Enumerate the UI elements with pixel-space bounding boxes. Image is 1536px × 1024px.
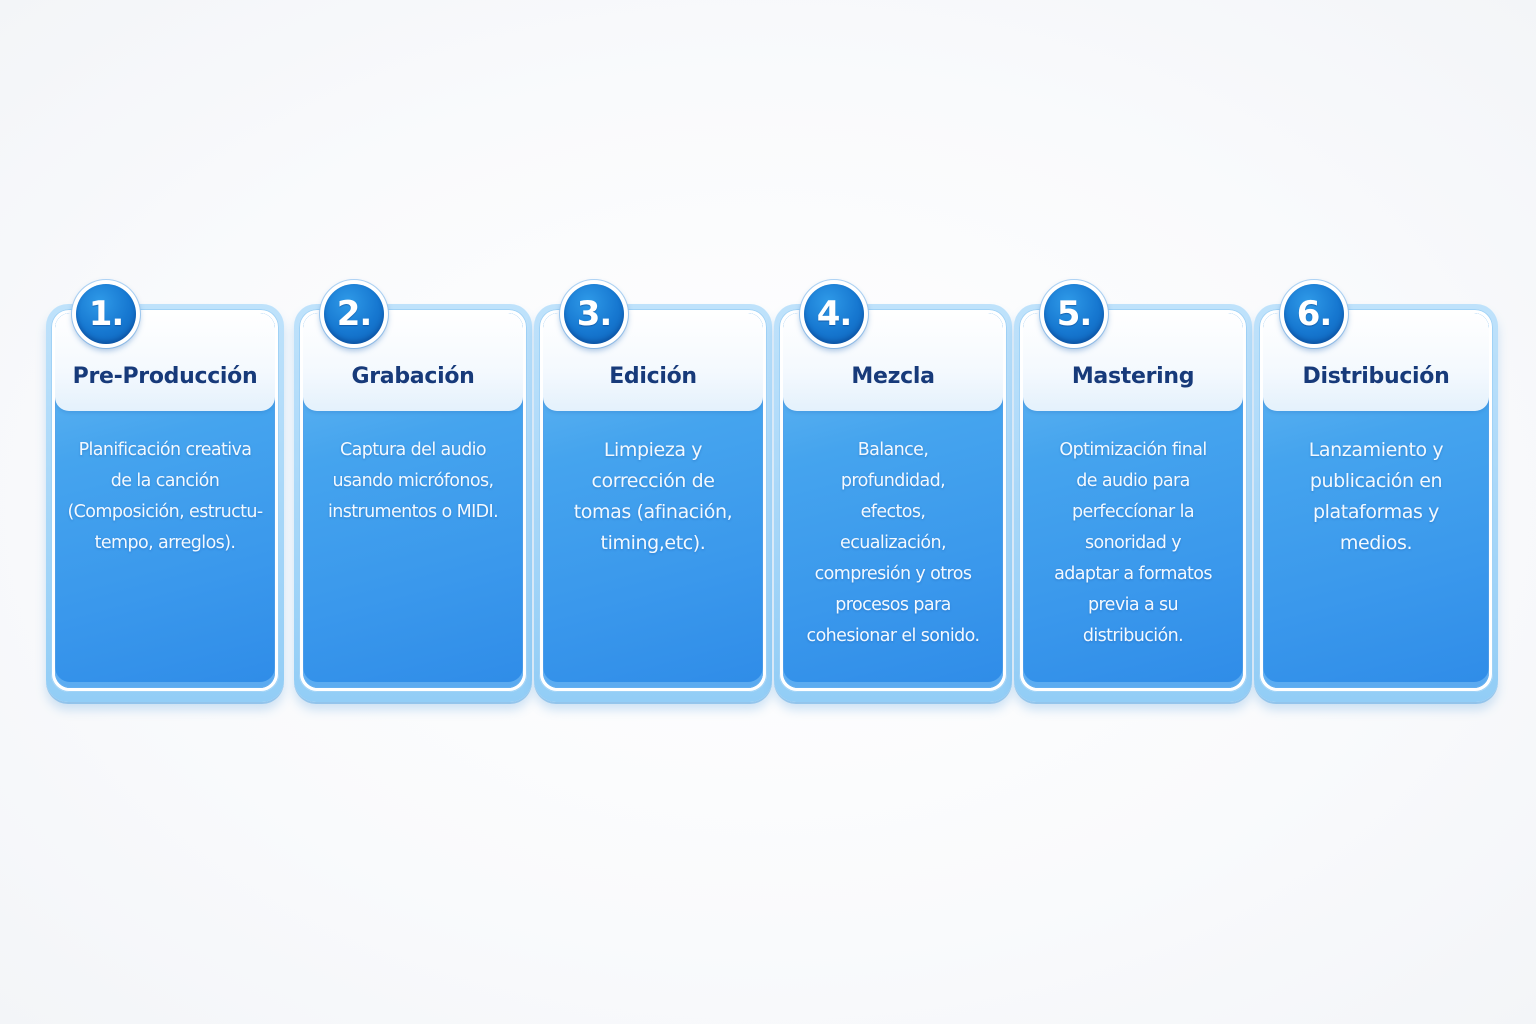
step-card-4: 4. Mezcla Balance, profundidad, efectos,… — [774, 280, 1012, 702]
card-header: Pre-Producción — [55, 313, 275, 411]
badge-circle: 6. — [1284, 284, 1344, 344]
step-title: Distribución — [1302, 364, 1450, 389]
card-body: Grabación Captura del audio usando micró… — [303, 313, 523, 688]
step-card-5: 5. Mastering Optimización final de audio… — [1014, 280, 1252, 702]
card-body: Mastering Optimización final de audio pa… — [1023, 313, 1243, 688]
step-title: Grabación — [351, 364, 475, 389]
step-card-2: 2. Grabación Captura del audio usando mi… — [294, 280, 532, 702]
card-frame: Mastering Optimización final de audio pa… — [1019, 309, 1247, 692]
step-number: 4. — [816, 294, 853, 334]
card-frame: Pre-Producción Planificación creativa de… — [51, 309, 279, 692]
step-title: Edición — [609, 364, 697, 389]
card-frame: Mezcla Balance, profundidad, efectos, ec… — [779, 309, 1007, 692]
step-number: 5. — [1056, 294, 1093, 334]
badge-circle: 2. — [324, 284, 384, 344]
step-number: 2. — [336, 294, 373, 334]
step-card-1: 1. Pre-Producción Planificación creativa… — [46, 280, 284, 702]
step-number-badge: 4. — [800, 280, 868, 348]
card-body: Mezcla Balance, profundidad, efectos, ec… — [783, 313, 1003, 688]
badge-circle: 1. — [76, 284, 136, 344]
step-number: 3. — [576, 294, 613, 334]
card-frame: Distribución Lanzamiento y publicación e… — [1259, 309, 1493, 692]
badge-circle: 4. — [804, 284, 864, 344]
step-number-badge: 3. — [560, 280, 628, 348]
step-number-badge: 6. — [1280, 280, 1348, 348]
step-number: 6. — [1296, 294, 1333, 334]
step-number-badge: 2. — [320, 280, 388, 348]
step-description: Planificación creativa de la canción (Co… — [67, 440, 263, 553]
step-title: Pre-Producción — [72, 364, 258, 389]
step-number: 1. — [88, 294, 125, 334]
step-title: Mastering — [1071, 364, 1195, 389]
badge-circle: 3. — [564, 284, 624, 344]
card-body: Distribución Lanzamiento y publicación e… — [1263, 313, 1489, 688]
step-card-3: 3. Edición Limpieza y corrección de toma… — [534, 280, 772, 702]
step-description: Optimización final de audio para perfecc… — [1054, 440, 1212, 646]
card-frame: Edición Limpieza y corrección de tomas (… — [539, 309, 767, 692]
step-description: Limpieza y corrección de tomas (afinació… — [573, 439, 733, 554]
step-description: Captura del audio usando micrófonos, ins… — [327, 440, 499, 522]
step-number-badge: 5. — [1040, 280, 1108, 348]
step-description: Lanzamiento y publicación en plataformas… — [1308, 439, 1444, 554]
card-frame: Grabación Captura del audio usando micró… — [299, 309, 527, 692]
badge-circle: 5. — [1044, 284, 1104, 344]
step-card-6: 6. Distribución Lanzamiento y publicació… — [1254, 280, 1498, 702]
step-number-badge: 1. — [72, 280, 140, 348]
step-title: Mezcla — [851, 364, 935, 389]
card-body: Edición Limpieza y corrección de tomas (… — [543, 313, 763, 688]
card-body: Pre-Producción Planificación creativa de… — [55, 313, 275, 688]
step-description: Balance, profundidad, efectos, ecualizac… — [806, 440, 980, 646]
